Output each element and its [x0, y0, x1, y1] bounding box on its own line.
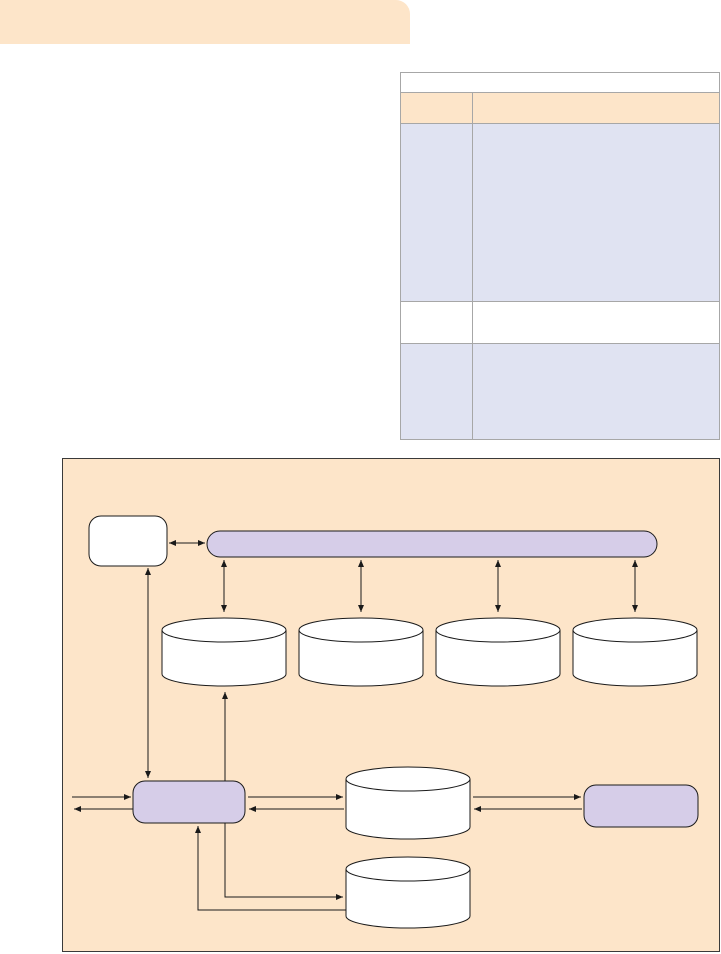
bottom-database-cylinder — [345, 856, 471, 929]
connector-bottomdb-processor — [195, 826, 346, 911]
database-cylinder — [161, 617, 287, 687]
bus-bar — [206, 530, 658, 558]
right-node — [583, 784, 699, 828]
table-header-row — [401, 93, 719, 124]
database-cylinder — [572, 617, 698, 687]
database-cylinder — [435, 617, 561, 687]
central-database-cylinder — [345, 766, 471, 840]
top-left-box — [88, 515, 168, 567]
table-row — [401, 302, 719, 344]
processor-node — [132, 780, 246, 824]
connector-processor-bottomdb — [224, 823, 343, 900]
table-column-divider — [472, 93, 473, 439]
table-caption — [401, 73, 719, 93]
table-row — [401, 124, 719, 302]
database-cylinder — [298, 617, 424, 687]
side-table — [400, 72, 720, 440]
header-band — [0, 0, 410, 44]
table-row — [401, 344, 719, 439]
